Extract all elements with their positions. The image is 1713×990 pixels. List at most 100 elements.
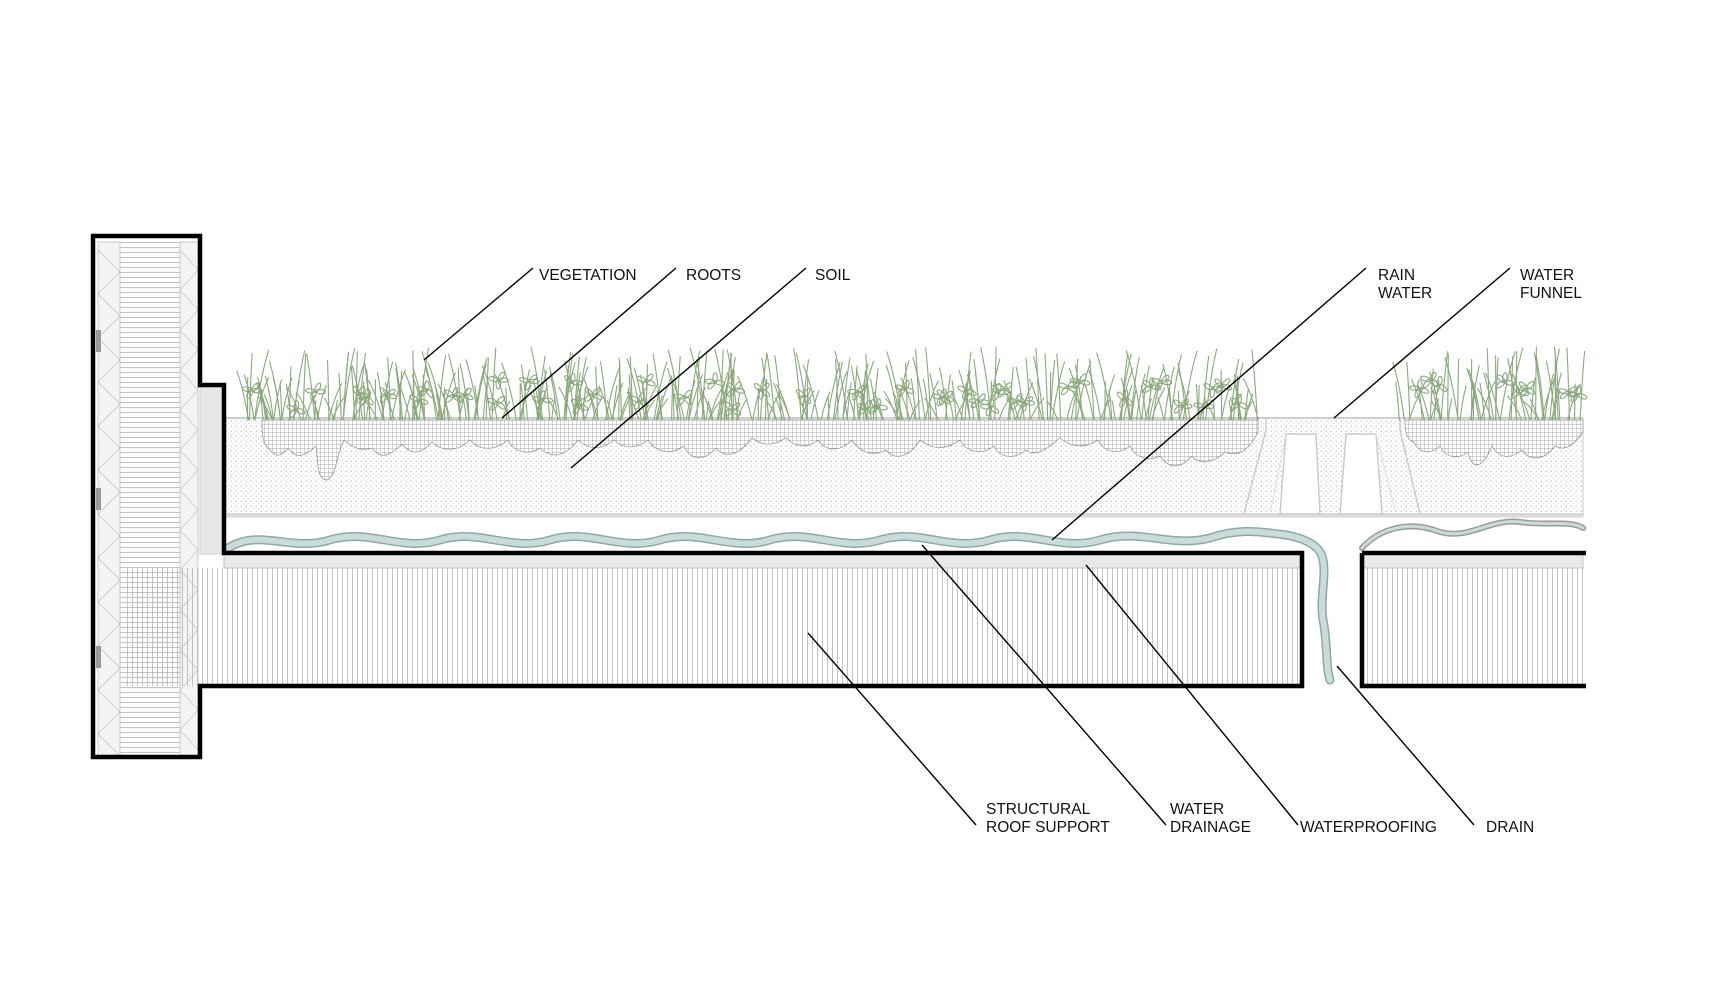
plant-blade xyxy=(834,350,849,421)
plant-blade xyxy=(1512,373,1527,421)
plant-leaf xyxy=(1436,375,1443,387)
plant-blade xyxy=(652,353,662,421)
plant-blade xyxy=(896,385,911,421)
plant-blade xyxy=(1120,352,1129,421)
plant-blade xyxy=(576,356,587,421)
plant-blade xyxy=(950,392,964,421)
plant-blade xyxy=(736,397,748,421)
plant-blade xyxy=(1408,386,1425,421)
label-vegetation: VEGETATION xyxy=(539,267,637,284)
plant-blade xyxy=(626,357,642,421)
plant-blade xyxy=(883,390,898,421)
plant-blade xyxy=(968,370,975,421)
plant-blade xyxy=(612,385,618,421)
plant-blade xyxy=(548,366,561,421)
plant-blade xyxy=(766,400,778,421)
leader-soil xyxy=(570,267,807,469)
plant-blade xyxy=(264,375,274,421)
plant-blade xyxy=(759,353,768,421)
plant-blade xyxy=(1102,374,1116,421)
plant-blade xyxy=(598,385,610,421)
plant-blade xyxy=(1485,372,1501,421)
plant-blade xyxy=(1523,401,1540,421)
plant-blade xyxy=(1015,366,1025,421)
plant-leaf xyxy=(540,390,546,402)
plant-blade xyxy=(1152,384,1160,421)
plant-blade xyxy=(925,347,932,421)
leader-roots xyxy=(501,267,677,419)
plant-blade xyxy=(1049,359,1056,421)
plant-blade xyxy=(859,390,868,421)
plant-blade xyxy=(855,368,868,421)
plant-blade xyxy=(707,400,714,421)
plant-blade xyxy=(606,400,613,421)
plant-blade xyxy=(435,394,443,421)
plant-blade xyxy=(619,391,631,421)
plant-leaf xyxy=(293,400,300,412)
plant-blade xyxy=(1177,362,1188,421)
plant-blade xyxy=(326,359,330,421)
plant-blade xyxy=(1530,377,1536,421)
plant-blade xyxy=(363,399,379,421)
plant-blade xyxy=(892,391,904,421)
plant-blade xyxy=(352,366,364,421)
structural-slab xyxy=(126,568,1583,686)
plant-leaf xyxy=(1221,378,1231,388)
plant-blade xyxy=(653,361,668,421)
plant-leaf xyxy=(416,386,428,393)
plant-blade xyxy=(563,351,572,421)
plant-blade xyxy=(491,347,497,421)
plant-blade xyxy=(810,390,820,421)
plant-blade xyxy=(885,398,901,421)
plant-blade xyxy=(395,367,402,421)
plant-blade xyxy=(1447,397,1453,421)
plant-blade xyxy=(258,396,273,421)
plant-blade xyxy=(1554,374,1559,421)
plant-blade xyxy=(1119,353,1132,421)
plant-leaf xyxy=(1122,389,1129,401)
plant-blade xyxy=(775,397,783,421)
plant-blade xyxy=(574,371,581,421)
plant-blade xyxy=(1147,378,1154,421)
plant-blade xyxy=(912,357,926,421)
plant-blade xyxy=(462,397,467,421)
wall-assembly xyxy=(96,241,225,758)
plant-leaf xyxy=(712,372,718,384)
plant-leaf xyxy=(524,379,531,391)
plant-blade xyxy=(1148,367,1165,421)
plant-blade xyxy=(627,387,631,421)
plant-blade xyxy=(924,380,939,421)
plant-blade xyxy=(1126,396,1131,421)
water-drainage-layer xyxy=(223,518,1586,685)
plant-blade xyxy=(736,392,741,421)
plant-leaf xyxy=(1502,372,1508,384)
plant-blade xyxy=(1244,393,1254,421)
plant-blade xyxy=(482,382,488,421)
plant-blade xyxy=(1125,349,1142,421)
plant-blade xyxy=(655,398,669,421)
plant-blade xyxy=(1096,352,1112,421)
plant-leaf xyxy=(1567,391,1579,398)
plant-blade xyxy=(1457,358,1460,421)
labels: VEGETATION ROOTS SOIL RAIN WATER WATER F… xyxy=(539,267,1582,836)
plant-blade xyxy=(687,350,701,421)
plant-blade xyxy=(1251,349,1258,421)
plant-blade xyxy=(395,362,404,421)
plant-blade xyxy=(358,352,367,421)
plant-blade xyxy=(1047,401,1059,421)
plant-blade xyxy=(732,369,735,421)
plant-blade xyxy=(1051,361,1066,421)
plant-blade xyxy=(656,390,663,421)
leader-rain-water xyxy=(1051,267,1367,541)
plant-blade xyxy=(872,398,883,421)
plant-leaf xyxy=(1078,373,1087,384)
plant-blade xyxy=(1120,377,1131,421)
plant-blade xyxy=(1130,388,1137,421)
vegetation xyxy=(236,346,1588,421)
plant-blade xyxy=(1242,377,1259,421)
plant-leaf xyxy=(310,389,317,401)
plant-blade xyxy=(1430,386,1441,421)
plant-blade xyxy=(1071,390,1086,421)
plant-blade xyxy=(328,382,343,421)
